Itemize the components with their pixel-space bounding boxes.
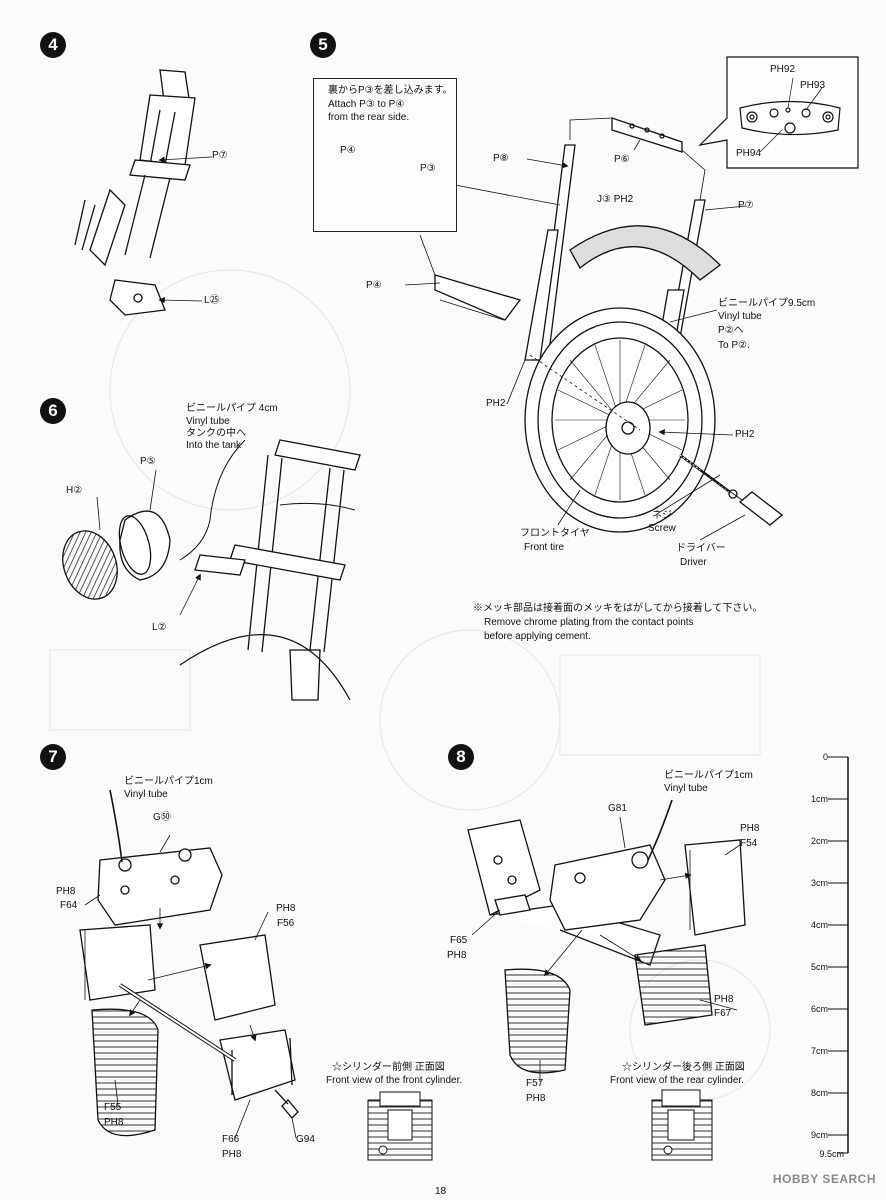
label-to-p2-en: To P②. [718, 340, 750, 351]
label-f57: F57 [526, 1078, 544, 1089]
label-front-view-jp: ☆シリンダー前側 正面図 [332, 1062, 445, 1073]
label-s8-ph8-c: PH8 [714, 994, 734, 1005]
label-ph2-right: PH2 [735, 429, 755, 440]
ruler-label-1: 1cm [810, 794, 828, 804]
label-f67: F67 [714, 1008, 732, 1019]
label-p4-clamp: P④ [366, 280, 382, 291]
note-en-1: Remove chrome plating from the contact p… [484, 617, 694, 628]
page-number: 18 [435, 1186, 447, 1197]
callout-line-en1: Attach P③ to P④ [328, 99, 405, 110]
label-tank-en: Into the tank [186, 440, 242, 451]
ruler-label-5: 5cm [810, 962, 828, 972]
label-s7-ph8-a: PH8 [56, 886, 76, 897]
label-p8: P⑧ [493, 153, 509, 164]
step-5-badge: 5 [310, 32, 336, 58]
label-p5: P⑤ [140, 456, 156, 467]
inset-label-ph93: PH93 [800, 80, 826, 91]
vinyl-tube-ruler [828, 756, 849, 1154]
label-tube-95-en: Vinyl tube [718, 311, 762, 322]
label-g81: G81 [608, 803, 627, 814]
label-front-view-en: Front view of the front cylinder. [326, 1075, 463, 1086]
label-front-tire-jp: フロントタイヤ [520, 528, 590, 539]
label-p6: P⑥ [614, 154, 630, 165]
step-7-badge: 7 [40, 744, 66, 770]
label-tube-4-jp: ビニールパイプ 4cm [186, 403, 278, 414]
callout-label-p3: P③ [420, 163, 436, 174]
label-s7-ph8-b: PH8 [276, 903, 296, 914]
ruler-label-9-5: 9.5cm [819, 1149, 844, 1159]
step4-fork-drawing [74, 69, 213, 316]
ruler-label-9: 9cm [810, 1130, 828, 1140]
ruler-label-8: 8cm [810, 1088, 828, 1098]
label-s8-ph8-a: PH8 [740, 823, 760, 834]
step6-headlight-assembly [62, 439, 361, 701]
label-s8-ph8-d: PH8 [526, 1093, 546, 1104]
ruler-label-3: 3cm [810, 878, 828, 888]
inset-label-ph92: PH92 [770, 64, 796, 75]
label-tank-jp: タンクの中へ [186, 428, 246, 439]
label-front-tire-en: Front tire [524, 542, 565, 553]
label-s8-ph8-b: PH8 [447, 950, 467, 961]
note-jp: ※メッキ部品は接着面のメッキをはがしてから接着して下さい。 [473, 603, 763, 614]
label-f64: F64 [60, 900, 78, 911]
label-ph2-left: PH2 [486, 398, 506, 409]
label-j3-ph2: J③ PH2 [597, 194, 634, 205]
note-en-2: before applying cement. [484, 631, 591, 642]
rear-cylinder-view [651, 1089, 713, 1161]
ruler-label-0: 0 [822, 752, 828, 762]
label-s7-tube-jp: ビニールパイプ1cm [124, 776, 213, 787]
label-s7-tube-en: Vinyl tube [124, 789, 168, 800]
label-to-p2-jp: P②へ [718, 325, 744, 336]
label-l25: L㉕ [204, 295, 220, 306]
label-s8-tube-jp: ビニールパイプ1cm [664, 770, 753, 781]
label-s7-ph8-c: PH8 [104, 1117, 124, 1128]
callout-line-en2: from the rear side. [328, 112, 410, 123]
label-driver-en: Driver [680, 557, 707, 568]
label-p7: P⑦ [212, 150, 228, 161]
step5-callout-box: 裏からP③を差し込みます。 Attach P③ to P④ from the r… [313, 78, 457, 232]
label-screw-en: Screw [648, 523, 676, 534]
label-f55: F55 [104, 1102, 122, 1113]
label-screw-jp: ネジ [652, 510, 672, 521]
label-h2: H② [66, 485, 83, 496]
step8-rear-cylinder [467, 799, 746, 1082]
label-tube-4-en: Vinyl tube [186, 416, 230, 427]
label-s8-tube-en: Vinyl tube [664, 783, 708, 794]
label-g80: G㊿ [153, 812, 171, 823]
label-tube-95-jp: ビニールパイプ9.5cm [718, 298, 816, 309]
watermark-logo: HOBBY SEARCH [772, 1172, 876, 1186]
step-4-badge: 4 [40, 32, 66, 58]
ruler-label-2: 2cm [810, 836, 828, 846]
ruler-label-6: 6cm [810, 1004, 828, 1014]
callout-line-jp: 裏からP③を差し込みます。 [328, 85, 453, 96]
callout-label-p4: P④ [340, 145, 356, 156]
label-f66: F66 [222, 1134, 240, 1145]
ruler-label-4: 4cm [810, 920, 828, 930]
step-8-badge: 8 [448, 744, 474, 770]
label-f65: F65 [450, 935, 468, 946]
front-cylinder-view [367, 1091, 433, 1161]
inset-label-ph94: PH94 [736, 148, 762, 159]
label-l2: L② [152, 622, 167, 633]
label-p7-fork: P⑦ [738, 200, 754, 211]
label-f54: F54 [740, 838, 758, 849]
step5-inset-clamp [698, 56, 859, 169]
step7-front-cylinder [79, 789, 299, 1139]
label-g94: G94 [296, 1134, 315, 1145]
label-s7-ph8-d: PH8 [222, 1149, 242, 1160]
step-6-badge: 6 [40, 398, 66, 424]
label-rear-view-en: Front view of the rear cylinder. [610, 1075, 744, 1086]
label-driver-jp: ドライバー [676, 543, 726, 554]
label-rear-view-jp: ☆シリンダー後ろ側 正面図 [622, 1062, 745, 1073]
label-f56: F56 [277, 918, 295, 929]
step5-front-assembly [404, 117, 784, 541]
ruler-label-7: 7cm [810, 1046, 828, 1056]
